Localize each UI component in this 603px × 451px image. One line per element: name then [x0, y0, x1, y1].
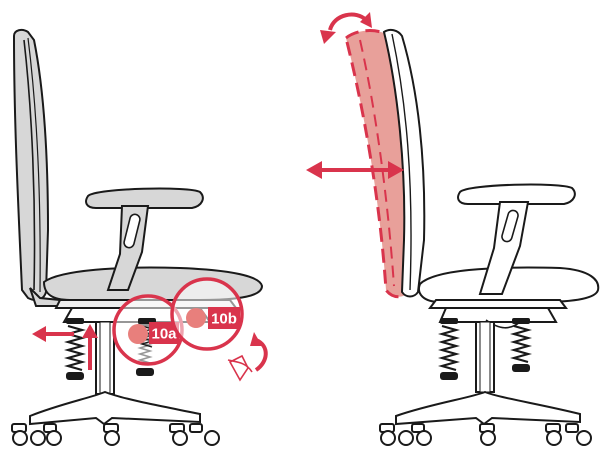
mechanism-10a-callout: 10a	[112, 294, 184, 366]
label-10b-box	[208, 307, 240, 329]
left-backrest	[12, 28, 50, 301]
rotate-arrow-icon	[227, 332, 268, 382]
right-spring-1	[437, 318, 461, 380]
right-seat	[418, 266, 600, 303]
label-10b: 10b	[211, 311, 237, 328]
left-base	[29, 390, 201, 426]
mechanism-10b-callout: 10b	[170, 277, 244, 351]
left-chair: 10a 10b	[11, 28, 268, 446]
left-spring-1	[63, 318, 87, 380]
tilt-rotate-arrow-icon	[320, 12, 372, 44]
left-casters	[11, 423, 220, 446]
right-chair	[306, 12, 600, 446]
right-spring-2	[509, 318, 533, 372]
label-10a: 10a	[151, 326, 177, 343]
label-10a-box	[149, 322, 179, 344]
right-backrest	[382, 28, 426, 298]
right-armrest-pad	[457, 183, 576, 205]
up-arrow-icon	[82, 324, 98, 370]
slide-left-arrow-icon	[32, 326, 74, 342]
double-headed-arrow-icon	[306, 161, 404, 179]
right-base	[395, 390, 581, 426]
left-armrest-pad	[85, 187, 204, 209]
right-casters	[379, 423, 592, 446]
